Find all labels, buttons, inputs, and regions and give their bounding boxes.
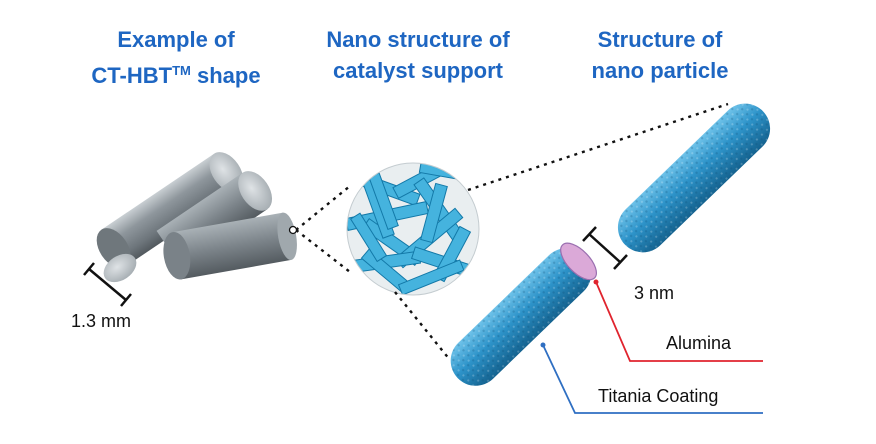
title-shape-line1: Example of — [117, 27, 235, 52]
title-particle-line1: Structure of — [597, 27, 723, 52]
titania-leader — [540, 342, 763, 414]
titania-label: Titania Coating — [598, 386, 718, 406]
pellet-size-label: 1.3 mm — [71, 311, 131, 331]
nanostructure-circle — [346, 162, 480, 296]
alumina-core-face — [560, 242, 597, 281]
zoom-lines-pellet — [295, 185, 351, 273]
title-shape-prefix: CT-HBT — [91, 63, 173, 88]
pellet-end-cap — [103, 253, 137, 283]
title-shape-line2: CT-HBTTM shape — [56, 55, 296, 91]
title-support-line2: catalyst support — [333, 58, 503, 83]
zoom-origin-marker — [288, 225, 298, 235]
title-particle-line2: nano particle — [591, 58, 729, 83]
title-shape-example: Example of CT-HBTTM shape — [56, 24, 296, 91]
diameter-label: 3 nm — [634, 283, 674, 303]
nanorod-lower — [450, 242, 597, 386]
pellet-front — [163, 212, 297, 280]
pellet-group — [96, 152, 297, 283]
title-support-line1: Nano structure of — [326, 27, 510, 52]
trademark-mark: TM — [172, 63, 191, 78]
title-shape-suffix: shape — [190, 63, 261, 88]
nanorod-upper — [617, 103, 771, 253]
title-particle-structure: Structure of nano particle — [540, 24, 780, 86]
title-support-nanostructure: Nano structure of catalyst support — [298, 24, 538, 86]
alumina-leader — [593, 279, 763, 362]
zoom-lines-circle — [394, 102, 729, 361]
diameter-bar — [582, 226, 628, 270]
pellet-scale-bar — [83, 262, 132, 307]
alumina-label: Alumina — [666, 333, 732, 353]
